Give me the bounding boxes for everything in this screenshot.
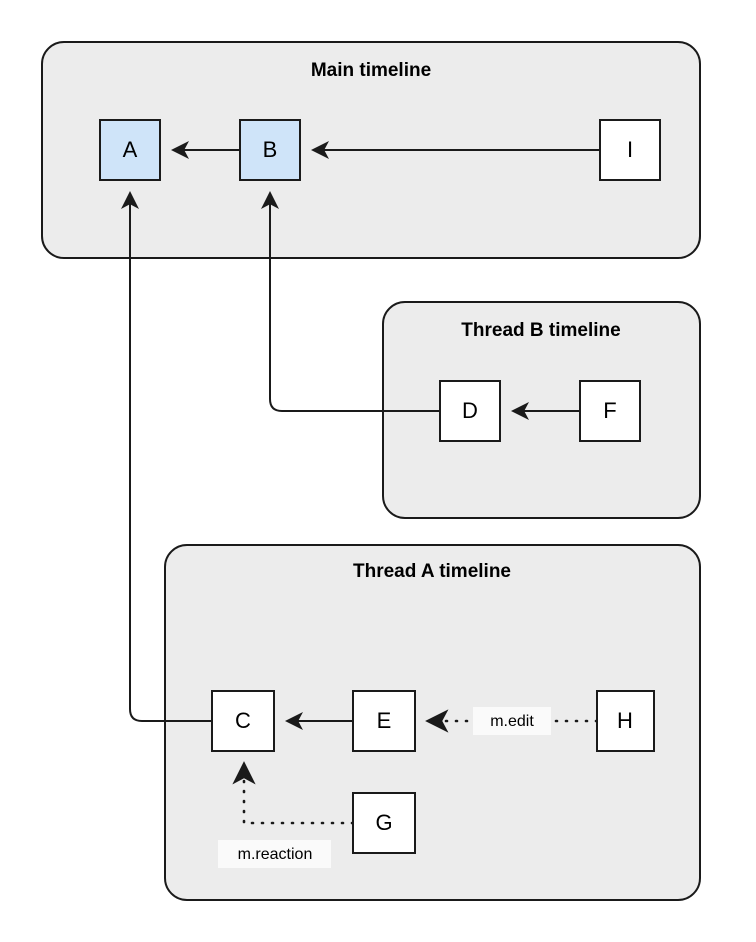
node-i[interactable]: I [599,119,661,181]
edge-label-m-reaction: m.reaction [218,840,331,868]
node-d-box [439,380,501,442]
container-thread-a-timeline-title: Thread A timeline [353,561,511,582]
node-e[interactable]: E [352,690,416,752]
node-f[interactable]: F [579,380,641,442]
edge-label-m-edit-text: m.edit [490,713,534,730]
node-b[interactable]: B [239,119,301,181]
edge-d-to-b[interactable] [261,191,440,412]
node-g[interactable]: G [352,792,416,854]
node-i-label: I [627,137,633,162]
edge-g-to-c[interactable] [232,761,355,825]
node-g-label: G [375,810,392,835]
node-c[interactable]: C [211,690,275,752]
container-main-timeline-title: Main timeline [311,60,431,81]
node-a-box [99,119,161,181]
node-d-label: D [462,398,478,423]
node-h[interactable]: H [596,690,655,752]
node-b-label: B [263,137,278,162]
node-d[interactable]: D [439,380,501,442]
container-thread-b-timeline-title: Thread B timeline [461,320,620,341]
node-e-box [352,690,416,752]
edge-label-m-reaction-text: m.reaction [238,846,313,863]
node-a-label: A [123,137,138,162]
edge-c-to-a[interactable] [121,191,212,722]
node-c-box [211,690,275,752]
node-a[interactable]: A [99,119,161,181]
node-g-box [352,792,416,854]
node-h-label: H [617,708,633,733]
node-c-label: C [235,708,251,733]
node-e-label: E [377,708,392,733]
node-b-box [239,119,301,181]
node-f-box [579,380,641,442]
edge-label-m-reaction-bg [218,840,331,868]
edge-label-m-edit-bg [473,707,551,735]
node-i-box [599,119,661,181]
node-f-label: F [603,398,616,423]
edge-label-m-edit: m.edit [473,707,551,735]
node-h-box [596,690,655,752]
